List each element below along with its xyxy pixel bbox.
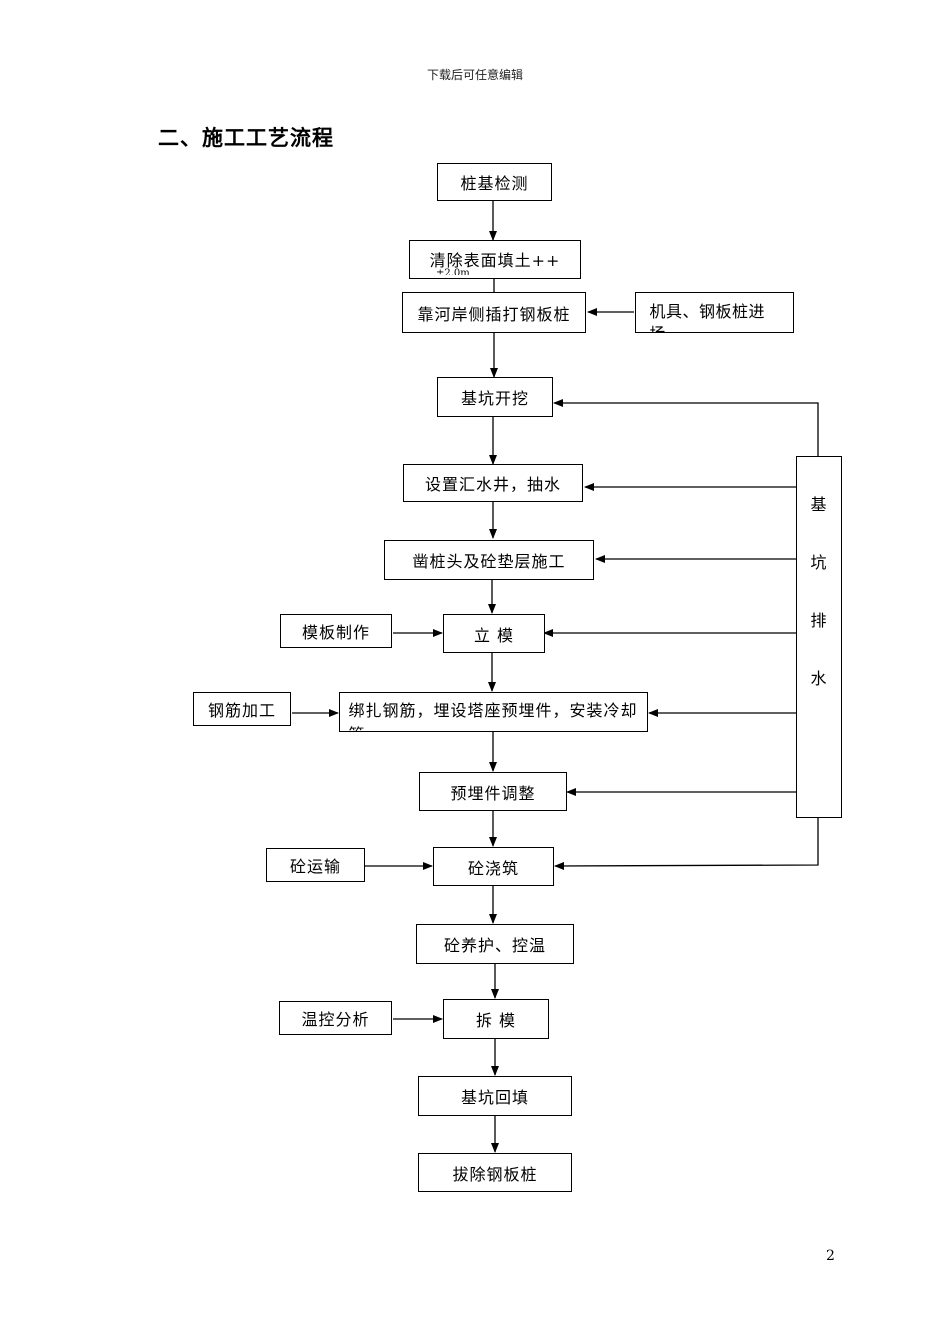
node-sheet-pile: 靠河岸侧插打钢板桩 xyxy=(402,292,586,333)
drainage-char-1: 基 xyxy=(810,495,828,514)
node-pile-head: 凿桩头及砼垫层施工 xyxy=(384,540,594,580)
node-formwork-make: 模板制作 xyxy=(280,614,392,648)
node-excavate: 基坑开挖 xyxy=(437,377,553,417)
node-drainage: 基 坑 排 水 xyxy=(796,456,842,818)
drainage-char-2: 坑 xyxy=(810,553,828,572)
node-temp-analysis: 温控分析 xyxy=(279,1001,392,1035)
node-rebar-bind: 绑扎钢筋，埋设塔座预埋件，安装冷却管 xyxy=(339,692,648,732)
node-formwork-remove: 拆 模 xyxy=(443,999,549,1039)
node-clear-soil-label: 清除表面填土++ xyxy=(429,251,561,270)
node-machine-in: 机具、钢板桩进场 xyxy=(635,292,794,333)
drainage-char-3: 排 xyxy=(810,611,828,630)
node-embed-adjust: 预埋件调整 xyxy=(419,772,567,811)
drainage-char-4: 水 xyxy=(810,669,828,688)
node-clear-soil: 清除表面填土++ xyxy=(409,240,581,279)
node-pile-test: 桩基检测 xyxy=(437,163,552,201)
node-pull-pile: 拔除钢板桩 xyxy=(418,1153,572,1192)
node-rebar-process: 钢筋加工 xyxy=(193,692,291,726)
node-concrete-pour: 砼浇筑 xyxy=(433,847,554,886)
arrow-drain-to-pour xyxy=(554,818,819,870)
node-sump: 设置汇水井，抽水 xyxy=(403,464,583,502)
node-concrete-transport: 砼运输 xyxy=(266,848,365,882)
page-header: 下载后可任意编辑 xyxy=(426,68,523,82)
arrow-drain-to-excavate xyxy=(553,399,819,456)
page-number: 2 xyxy=(826,1248,835,1264)
section-title: 二、施工工艺流程 xyxy=(158,126,334,150)
node-rebar-bind-label: 绑扎钢筋，埋设塔座预埋件，安装冷却管 xyxy=(348,701,638,731)
node-backfill: 基坑回填 xyxy=(418,1076,572,1116)
node-machine-in-label: 机具、钢板桩进场 xyxy=(649,302,766,332)
node-formwork-set: 立 模 xyxy=(443,614,545,653)
node-clear-soil-sub: ±2.0m xyxy=(436,268,470,275)
node-curing: 砼养护、控温 xyxy=(416,924,574,964)
